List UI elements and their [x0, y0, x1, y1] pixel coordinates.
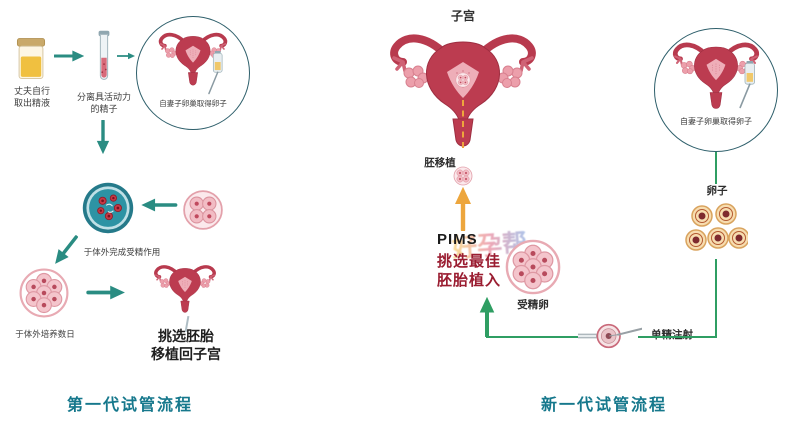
fertilize-label: 于体外完成受精作用	[83, 247, 161, 257]
fertilized-egg-icon	[504, 238, 562, 296]
green-connector-h1	[486, 336, 582, 338]
green-connector-v1	[715, 152, 717, 184]
arrow-cells-to-dish-icon	[140, 198, 178, 212]
embryo-transfer-uterus-icon	[151, 259, 219, 315]
embryo-transfer-label: 胚移植	[424, 157, 456, 169]
implanted-embryo-icon	[455, 72, 471, 88]
step1-label: 丈夫自行取出精液	[13, 86, 50, 108]
embryo-icon	[453, 166, 473, 186]
icsi-injection-icon	[578, 318, 642, 354]
arrow-down-to-dish-icon	[96, 120, 110, 154]
egg-retrieval-needle-right-icon	[737, 60, 761, 110]
step2-label: 分离具活动力的精子	[76, 92, 131, 114]
left-flow-title: 第一代试管流程	[66, 397, 193, 414]
uterus-label: 子宫	[450, 9, 475, 23]
pims-line3: 胚胎植入	[437, 272, 502, 289]
arrow-culture-to-transfer-icon	[84, 285, 128, 300]
arrow-cup-to-tube-icon	[54, 49, 84, 63]
specimen-cup-icon	[14, 36, 48, 82]
four-cell-embryo-icon	[182, 189, 224, 231]
egg-retrieval-needle-icon	[206, 50, 228, 96]
green-connector-v2	[715, 259, 717, 337]
transfer-path-dashed-line	[462, 100, 464, 148]
right-flow-title: 新一代试管流程	[540, 397, 667, 414]
eggs-cluster-icon	[684, 202, 748, 258]
eggs-label: 卵子	[706, 185, 728, 197]
arrow-up-green-icon	[479, 297, 495, 337]
transfer-text: 挑选胚胎移植回子宫	[151, 328, 221, 362]
petri-dish-icon	[81, 181, 135, 235]
arrow-tube-to-circle-icon	[117, 49, 135, 63]
fertilized-egg-label: 受精卵	[517, 299, 549, 311]
egg-retrieval-circle-left	[136, 16, 250, 130]
egg-retrieval-right-label: 自妻子卵巢取得卵子	[680, 117, 752, 126]
culture-label: 于体外培养数日	[15, 329, 75, 339]
egg-retrieval-label: 自妻子卵巢取得卵子	[159, 99, 227, 108]
pims-line1: PIMS	[437, 231, 478, 248]
pims-line2: 挑选最佳	[437, 253, 502, 270]
embryo-culture-icon	[18, 267, 70, 319]
green-connector-h2	[638, 336, 717, 338]
injection-label: 单精注射	[651, 329, 693, 341]
test-tube-icon	[95, 28, 113, 84]
arrow-up-orange-icon	[454, 187, 472, 231]
